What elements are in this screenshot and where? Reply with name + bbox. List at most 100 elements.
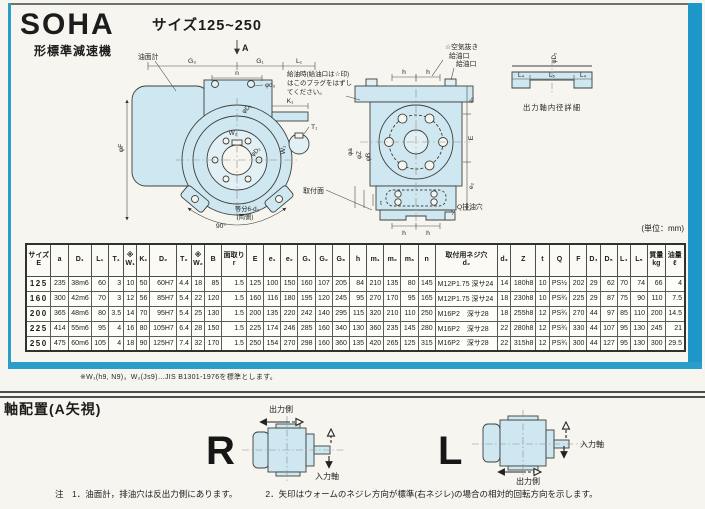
dim-phi-d3: φd₃ <box>265 82 276 89</box>
data-cell: 125H7 <box>149 335 177 352</box>
data-cell: 14 <box>497 275 512 292</box>
fill-note-line3: てください。 <box>287 88 326 96</box>
data-cell: 110 <box>647 290 666 307</box>
data-cell: 80 <box>400 275 419 292</box>
column-header: h <box>348 243 368 277</box>
data-cell: 56 <box>136 290 151 307</box>
l-letter: L <box>438 429 462 473</box>
data-cell: 5.4 <box>175 290 192 307</box>
data-cell: 135 <box>263 305 282 322</box>
data-cell: 70 <box>616 275 631 292</box>
oil-port-label: 給油口 <box>456 59 476 68</box>
data-cell: 160 <box>314 335 333 352</box>
data-cell: 7.5 <box>664 290 686 307</box>
shaft-arrangement-diagrams: R 出力側 入力軸 L <box>206 404 604 486</box>
data-cell: 44 <box>586 305 601 322</box>
data-cell: 420 <box>366 335 385 352</box>
data-cell: 97 <box>599 305 618 322</box>
data-cell: 95 <box>400 290 419 307</box>
data-cell: 280 <box>417 320 436 337</box>
data-cell: 130 <box>629 320 649 337</box>
column-header: d₃ <box>497 243 512 277</box>
dim-e: E <box>468 135 475 140</box>
l-arrows <box>497 422 566 472</box>
column-header: E <box>245 243 265 277</box>
section-divider-line-2 <box>0 396 705 398</box>
dim-e2: e₂ <box>468 182 475 189</box>
data-cell: 38m6 <box>67 275 92 292</box>
data-cell: 130 <box>204 305 223 322</box>
data-cell: 42m6 <box>67 290 92 307</box>
data-cell: 14.5 <box>664 305 686 322</box>
size-cell: 225 <box>25 320 52 337</box>
data-cell: 170 <box>383 290 402 307</box>
column-header: D₁ <box>67 243 92 277</box>
data-cell: 365 <box>50 305 69 322</box>
column-header: T₁ <box>107 243 125 277</box>
data-cell: 225 <box>245 320 265 337</box>
data-cell: 180 <box>280 290 299 307</box>
data-cell: 95 <box>90 320 109 337</box>
data-cell: 105 <box>90 335 109 352</box>
frame-top-line <box>8 3 702 5</box>
column-header: G₂ <box>314 243 333 277</box>
air-vent-label-line1: ☆空気抜き <box>445 42 478 51</box>
data-cell: 62 <box>599 275 618 292</box>
data-cell: 3.5 <box>107 305 125 322</box>
data-cell: 195 <box>297 290 316 307</box>
view-arrow-label: A <box>242 43 249 53</box>
data-cell: 80 <box>90 305 109 322</box>
data-cell: 320 <box>366 305 385 322</box>
data-cell: 135 <box>383 275 402 292</box>
angle-90-label: 90° <box>216 222 227 230</box>
data-cell: 4.4 <box>175 275 192 292</box>
mount-face-label: 取付面 <box>303 186 324 195</box>
data-cell: PS¾ <box>548 290 571 307</box>
column-header: G₃ <box>331 243 350 277</box>
data-cell: 202 <box>569 275 588 292</box>
oil-gauge-label: 油面計 <box>138 52 159 61</box>
dim-l1: L₁ <box>296 58 303 65</box>
size-cell: 160 <box>25 290 52 307</box>
data-cell: 298 <box>297 335 316 352</box>
data-cell: 210 <box>366 275 385 292</box>
dim-l4-right: L₄ <box>580 72 586 79</box>
data-cell: 80 <box>136 320 151 337</box>
holes-note: 等分6-d₂ <box>235 204 260 213</box>
data-cell: 200 <box>647 305 666 322</box>
note-1: 注 1．油面計，排油穴は反出力側にあります。 <box>55 489 238 499</box>
shaft-detail-dims <box>511 75 593 83</box>
data-cell: 1.5 <box>221 335 247 352</box>
data-cell: 210 <box>383 305 402 322</box>
data-cell: 160 <box>245 290 265 307</box>
data-cell: 127 <box>599 335 618 352</box>
column-header: 面取り r <box>221 243 247 277</box>
data-cell: 154 <box>263 335 282 352</box>
technical-drawings: A 油面計 G₃ G₁ L₁ n φd₃ φF K₁ T₁ W₁ φD₁ W₂ … <box>118 40 593 236</box>
column-header: L₁ <box>90 243 109 277</box>
side-view-centerlines <box>360 74 470 230</box>
dim-g3: G₃ <box>188 58 196 65</box>
l-reducer-body <box>482 415 570 471</box>
column-header: G₁ <box>297 243 316 277</box>
data-cell: 250 <box>245 335 265 352</box>
data-cell: 25 <box>190 305 206 322</box>
data-cell: 330 <box>569 320 588 337</box>
column-header: L₅ <box>629 243 649 277</box>
table-footnote: ※W₁(h9, N9)，W₂(Js9)…JIS B1301-1976を標準としま… <box>80 374 278 381</box>
data-cell: 4 <box>107 320 125 337</box>
dim-k1: K₁ <box>287 98 295 105</box>
data-cell: 300 <box>50 290 69 307</box>
data-cell: 107 <box>314 275 333 292</box>
size-cell: 125 <box>25 275 52 292</box>
front-view-dim-lines <box>125 40 373 226</box>
data-cell: 315h8 <box>510 335 537 352</box>
data-cell: 140 <box>314 305 333 322</box>
data-cell: 150 <box>204 320 223 337</box>
data-cell: 225 <box>569 290 588 307</box>
data-cell: PS½ <box>548 275 571 292</box>
data-cell: 74 <box>629 275 649 292</box>
